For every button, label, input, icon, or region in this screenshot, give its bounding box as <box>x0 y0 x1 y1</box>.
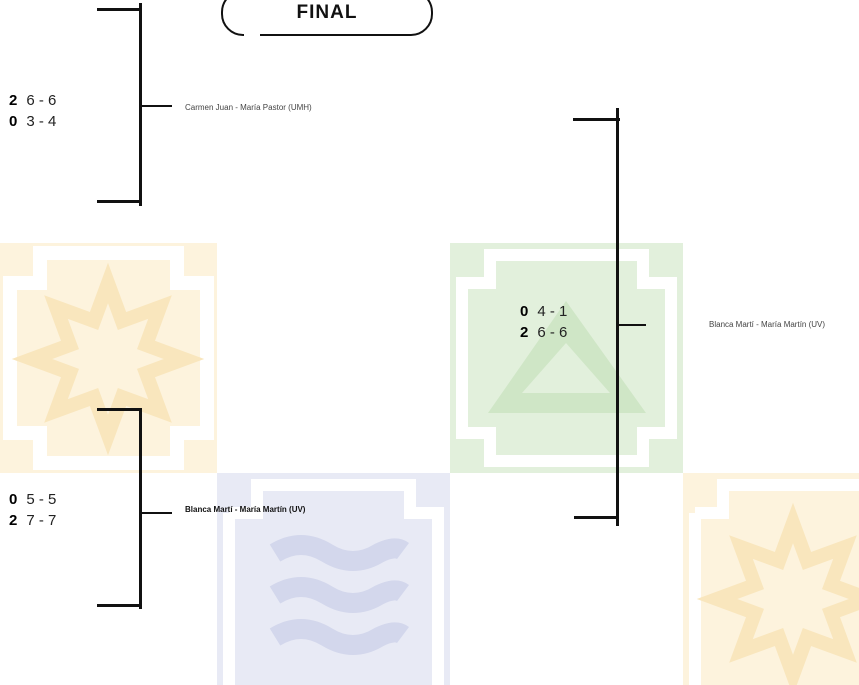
semi1-winner: Carmen Juan - María Pastor (UMH) <box>185 103 312 112</box>
bracket-out-final <box>619 324 646 326</box>
bracket-bottom-arm-1 <box>97 200 142 203</box>
semi1-games-1: 6 - 6 <box>26 92 56 109</box>
final-games-1: 4 - 1 <box>537 303 567 320</box>
final-title: FINAL <box>223 2 431 24</box>
bracket-bottom-arm-final <box>574 516 619 519</box>
bracket-bottom-arm-2 <box>97 604 142 607</box>
semi1-games-2: 3 - 4 <box>26 113 56 130</box>
bracket-vertical-2 <box>139 408 142 609</box>
final-winner: Blanca Martí - María Martín (UV) <box>709 320 825 329</box>
semi2-score-row-2: 2 7 - 7 <box>9 512 56 529</box>
bracket-top-arm-final <box>573 118 620 121</box>
badge-gap <box>244 30 260 38</box>
semi1-sets-2: 0 <box>9 113 17 130</box>
final-score-row-1: 0 4 - 1 <box>520 303 567 320</box>
semi2-score-row-1: 0 5 - 5 <box>9 491 56 508</box>
semi1-score-row-2: 0 3 - 4 <box>9 113 56 130</box>
semi1-score-row-1: 2 6 - 6 <box>9 92 56 109</box>
final-sets-1: 0 <box>520 303 528 320</box>
bracket-top-arm-1 <box>97 8 142 11</box>
bracket-top-arm-2 <box>97 408 142 411</box>
bracket-vertical-final <box>616 108 619 526</box>
final-games-2: 6 - 6 <box>537 324 567 341</box>
semi2-winner: Blanca Martí - María Martín (UV) <box>185 505 305 514</box>
semi2-sets-2: 2 <box>9 512 17 529</box>
semi1-sets-1: 2 <box>9 92 17 109</box>
star-tile-right <box>683 473 859 685</box>
semi2-games-2: 7 - 7 <box>26 512 56 529</box>
bracket-out-1 <box>142 105 172 107</box>
bracket-out-2 <box>142 512 172 514</box>
mountain-tile-center <box>450 243 683 473</box>
final-score-row-2: 2 6 - 6 <box>520 324 567 341</box>
final-sets-2: 2 <box>520 324 528 341</box>
semi2-games-1: 5 - 5 <box>26 491 56 508</box>
star-tile-left <box>0 243 217 473</box>
semi2-sets-1: 0 <box>9 491 17 508</box>
